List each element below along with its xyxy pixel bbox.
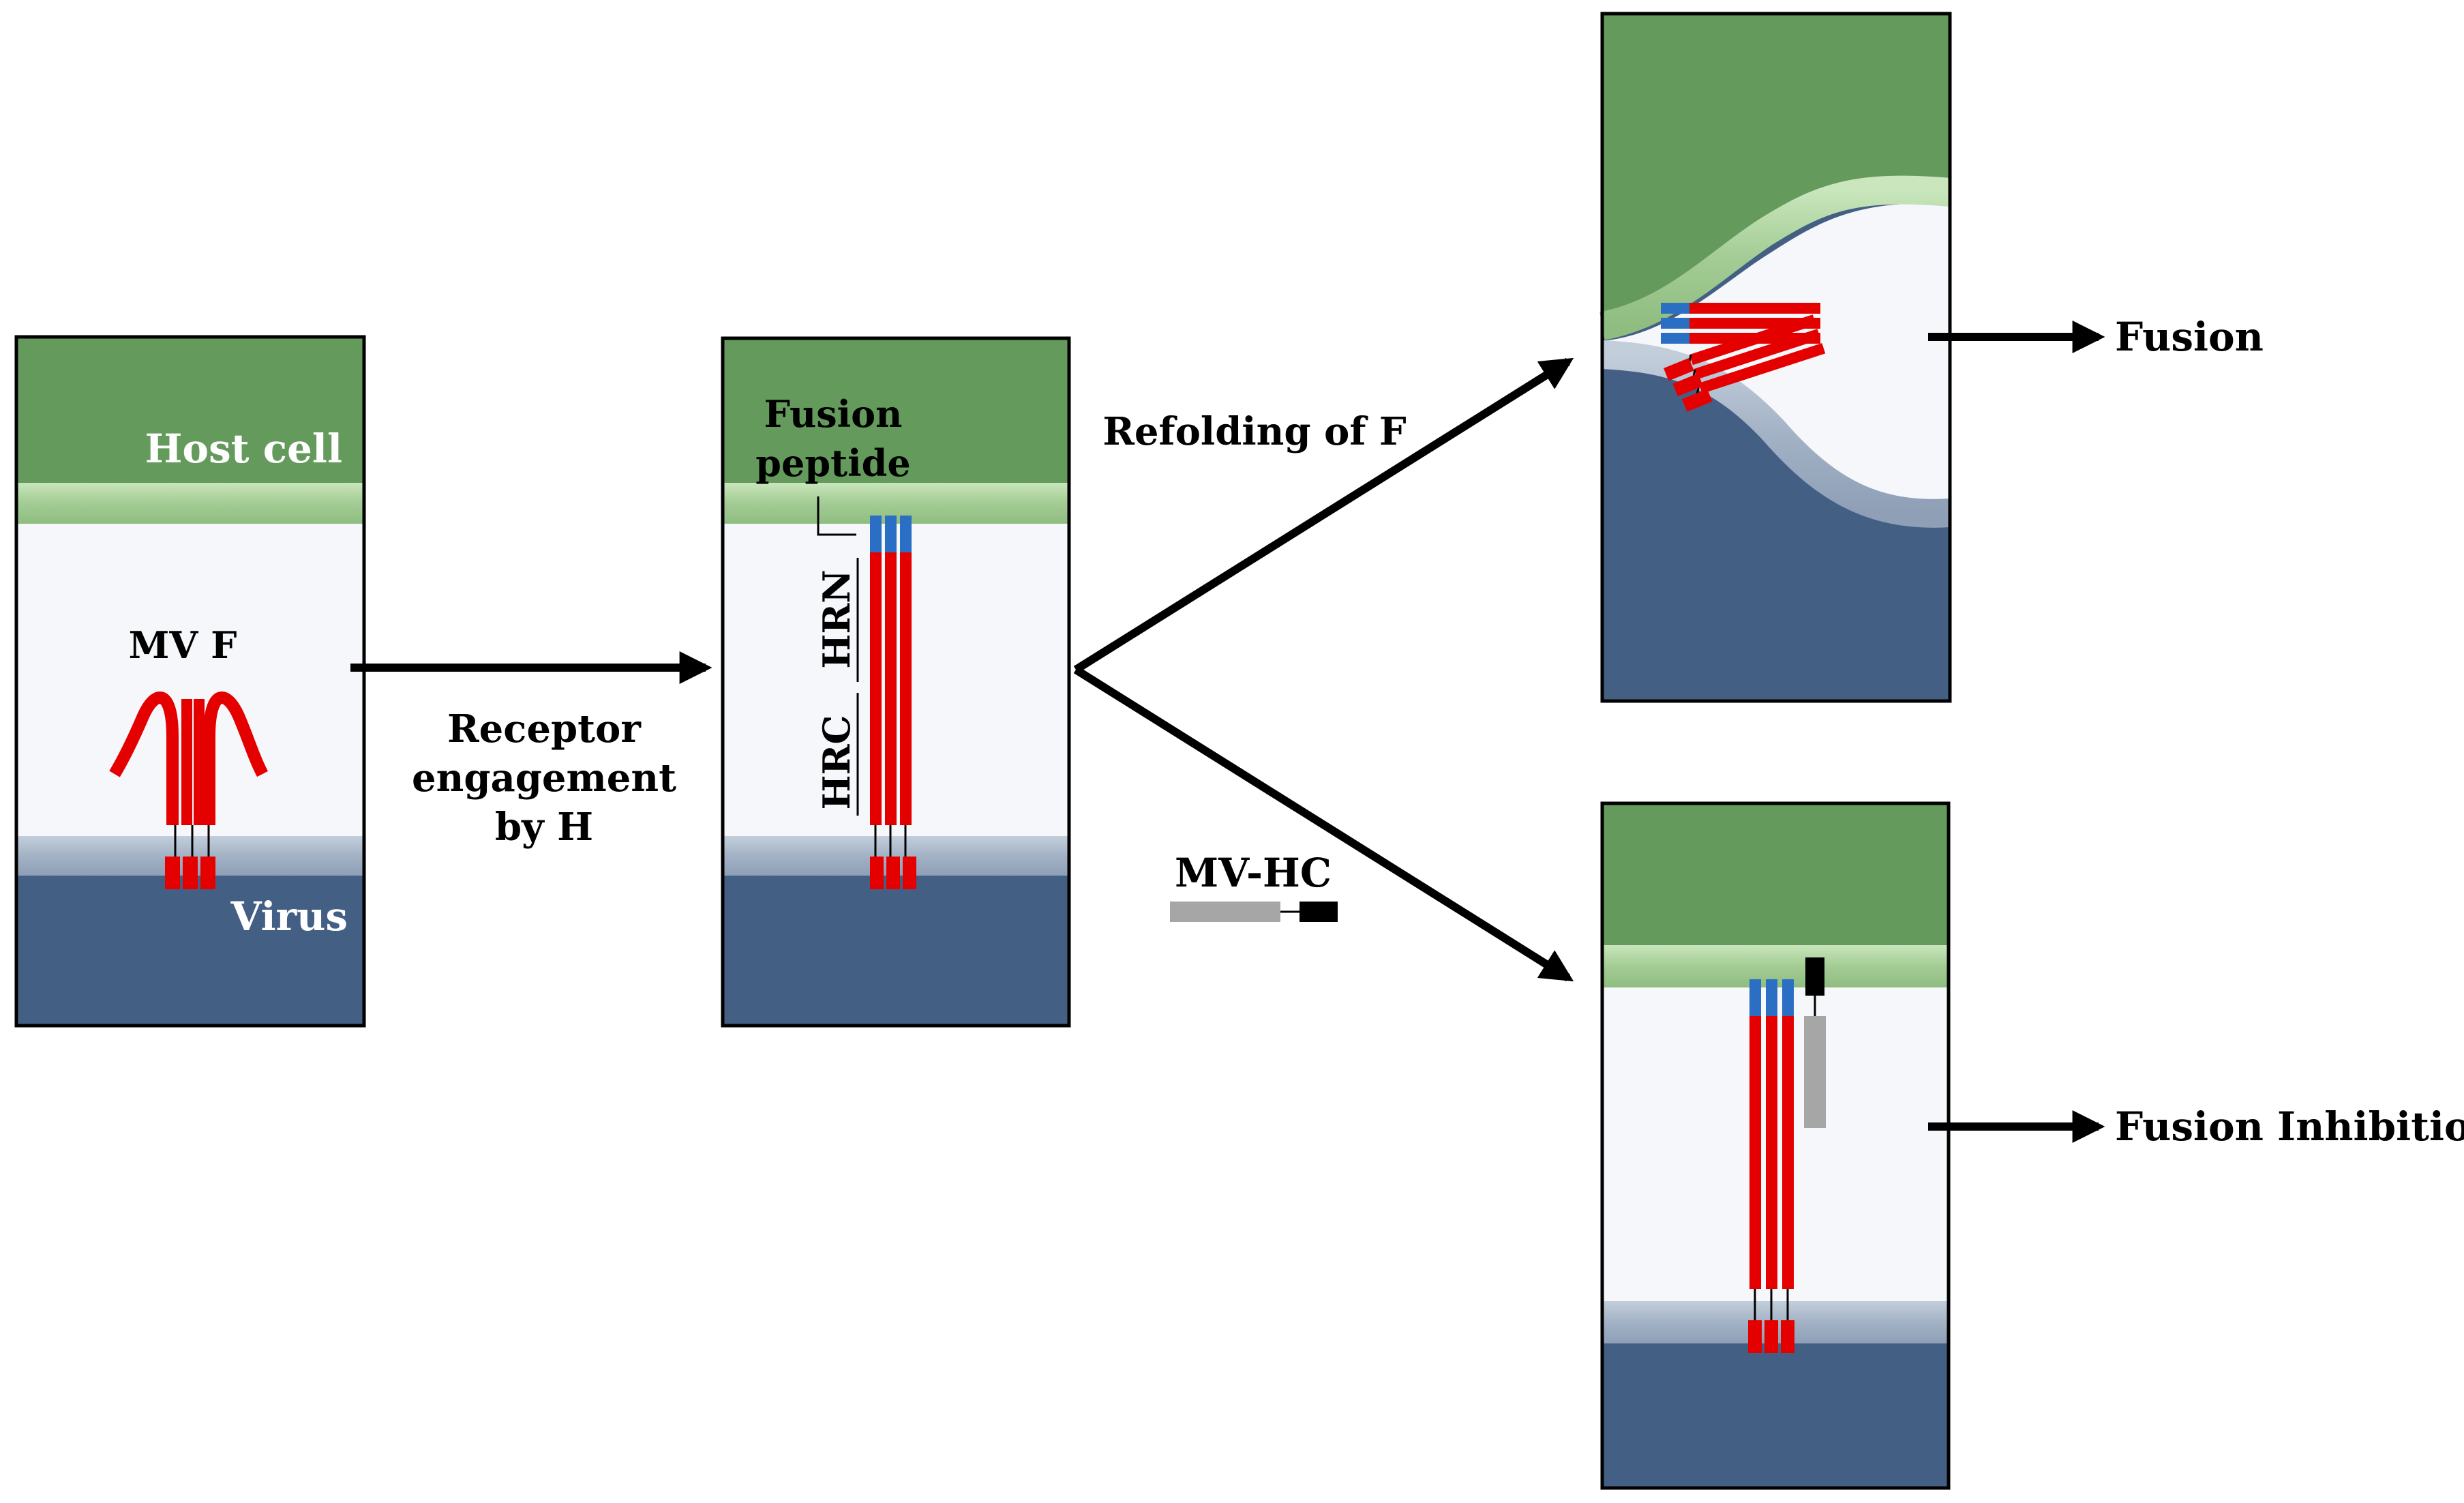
receptor-label-line-1: Receptor [447,706,642,752]
virus-region-4 [1602,1343,1949,1488]
virus-region-2 [723,876,1069,1026]
inhibition-arrow [1073,666,1574,982]
mv-hc-cholesterol [1299,902,1338,922]
host-cell-region-4 [1602,803,1949,945]
bound-mv-hc-peptide [1804,957,1826,1128]
receptor-label-line-3: by H [495,805,593,850]
fusion-peptide-label-line-1: Fusion [764,392,903,436]
panel-2-frame [721,336,1071,1028]
virus-label: Virus [230,893,348,940]
panel-3-host-region [1602,14,1950,326]
hrn-label: HRN [815,569,858,668]
hrc-label: HRC [815,715,858,810]
host-cell-label: Host cell [145,426,342,472]
prefusion-f-trimer [109,691,269,889]
mv-hc-label: MV-HC [1175,850,1332,896]
host-cell-region [16,337,364,483]
host-cell-region-2 [723,338,1069,483]
panel-4-frame [1600,801,1951,1490]
host-membrane [16,483,364,524]
fusion-label: Fusion [2115,314,2264,360]
panel-prefusion: Host cell Virus MV F [14,335,366,1028]
fusion-inhibition-label: Fusion Inhibition [2115,1103,2464,1150]
panel-3-frame [1600,12,1952,703]
extended-f-trimer [870,516,916,889]
receptor-label-line-2: engagement [412,756,676,801]
mv-hc-peptide-body [1170,902,1280,922]
mv-f-label: MV F [129,623,237,667]
refolding-arrow [1073,357,1574,674]
mv-hc-peptide-legend: MV-HC [1170,850,1338,922]
panel-3-virus-membrane [1601,340,1951,528]
virus-region [16,876,364,1026]
six-helix-bundle [1661,303,1826,412]
inhibited-f-trimer [1748,979,1794,1353]
fusion-peptide-label-line-2: peptide [755,441,910,485]
fusion-peptide-bracket [817,496,856,536]
panel-1-frame [14,335,366,1028]
panel-prehairpin: Fusion peptide HRN HRC [721,336,1071,1028]
panel-inhibition [1600,801,1951,1490]
refolding-label: Refolding of F [1102,409,1407,454]
panel-fusion [1599,12,1952,703]
